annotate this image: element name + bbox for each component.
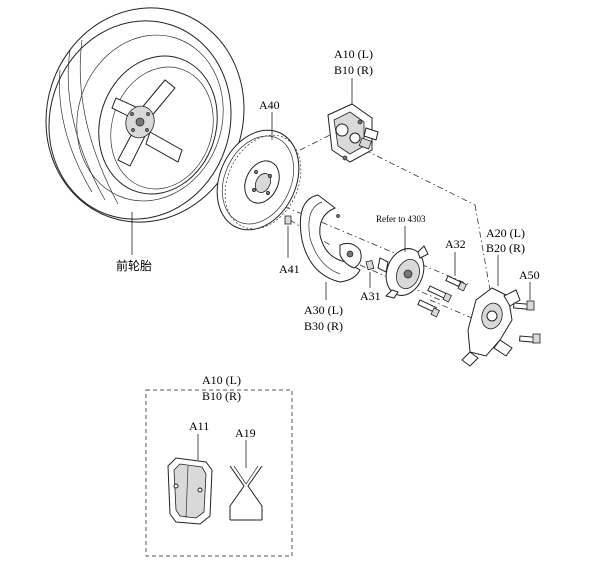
label-hub-bolt: A32: [445, 237, 466, 251]
wheel-hub: [377, 226, 429, 299]
label-shield-left: A30 (L): [304, 303, 343, 317]
label-knuckle-right: B20 (R): [486, 241, 525, 255]
label-refer: Refer to 4303: [376, 214, 426, 224]
disc-screw-a41: [284, 215, 292, 258]
brake-caliper: [327, 103, 379, 163]
label-kit-right: B10 (R): [202, 389, 241, 403]
label-knuckle-bolt: A50: [519, 268, 540, 282]
pad-kit-box: [145, 389, 293, 557]
shield-bolt-a31: [365, 259, 375, 288]
label-pad: A11: [189, 419, 209, 433]
label-disc: A40: [259, 98, 280, 112]
knuckle-bolts-a50: [513, 282, 541, 344]
wheel-spokes: [111, 79, 183, 167]
label-caliper-right: B10 (R): [334, 63, 373, 77]
front-tire: [45, 7, 245, 223]
label-clip: A19: [235, 426, 256, 440]
pad-clip: [229, 465, 263, 521]
label-knuckle-left: A20 (L): [486, 226, 525, 240]
label-shield-right: B30 (R): [304, 319, 343, 333]
label-caliper-left: A10 (L): [334, 47, 373, 61]
steering-knuckle: [461, 255, 521, 367]
label-kit-left: A10 (L): [202, 373, 241, 387]
label-disc-screw: A41: [279, 262, 300, 276]
brake-disc: [216, 129, 302, 231]
callout-labels: A10 (L) B10 (R) A40 前轮胎 A41 A30 (L) B30 …: [116, 47, 540, 440]
hub-bolts-a32: [417, 252, 467, 318]
brake-pad: [167, 457, 213, 525]
label-front-tire: 前轮胎: [116, 258, 152, 273]
dust-shield: [299, 194, 362, 283]
label-shield-bolt: A31: [360, 289, 381, 303]
